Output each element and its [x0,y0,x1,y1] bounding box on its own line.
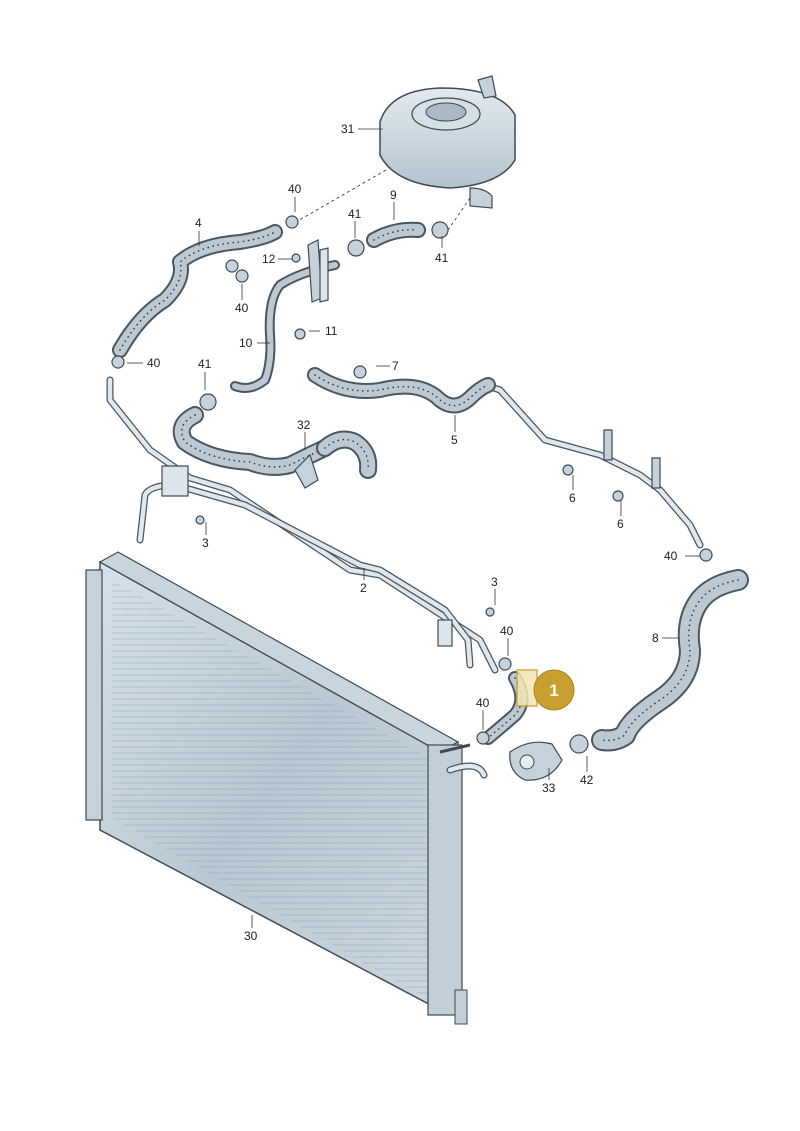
callout-40: 40 [500,624,514,638]
callout-40: 40 [664,549,678,563]
callout-42: 42 [580,773,594,787]
callout-10: 10 [239,336,253,350]
callout-11: 11 [325,324,338,338]
callout-4: 4 [195,216,202,230]
hose-32 [172,406,378,489]
highlight-badge-label: 1 [549,681,558,700]
callout-32: 32 [297,418,311,432]
callout-3: 3 [202,536,209,550]
callout-2: 2 [360,581,367,595]
callout-41: 41 [348,207,362,221]
callout-30: 30 [244,929,258,943]
callout-6: 6 [617,517,624,531]
callout-7: 7 [392,359,399,373]
callout-41: 41 [198,357,212,371]
callout-40: 40 [288,182,302,196]
callout-40: 40 [147,356,161,370]
callout-labels: 31 40 9 41 41 4 12 40 11 10 40 7 41 5 32… [147,122,678,943]
thermostat-housing-33 [509,741,563,781]
hose-5 [307,367,496,414]
callout-8: 8 [652,631,659,645]
callout-3: 3 [491,575,498,589]
hose-8 [591,569,749,752]
leader-lines [127,128,700,928]
callout-40: 40 [476,696,490,710]
callout-33: 33 [542,781,556,795]
bracket-12 [307,239,329,303]
callout-6: 6 [569,491,576,505]
callout-40: 40 [235,301,249,315]
hose-4 [112,224,283,358]
clamps [111,215,713,754]
callout-12: 12 [262,252,276,266]
highlight-part-1[interactable]: 1 [516,669,575,711]
callout-5: 5 [451,433,458,447]
coolant-pipe-6 [481,381,704,549]
hose-10 [230,260,340,393]
coolant-pipe-2 [106,376,499,674]
callout-9: 9 [390,188,397,202]
callout-31: 31 [341,122,355,136]
radiator [85,551,488,1025]
callout-41: 41 [435,251,449,265]
expansion-tank [295,75,516,231]
hose-9 [366,221,426,248]
